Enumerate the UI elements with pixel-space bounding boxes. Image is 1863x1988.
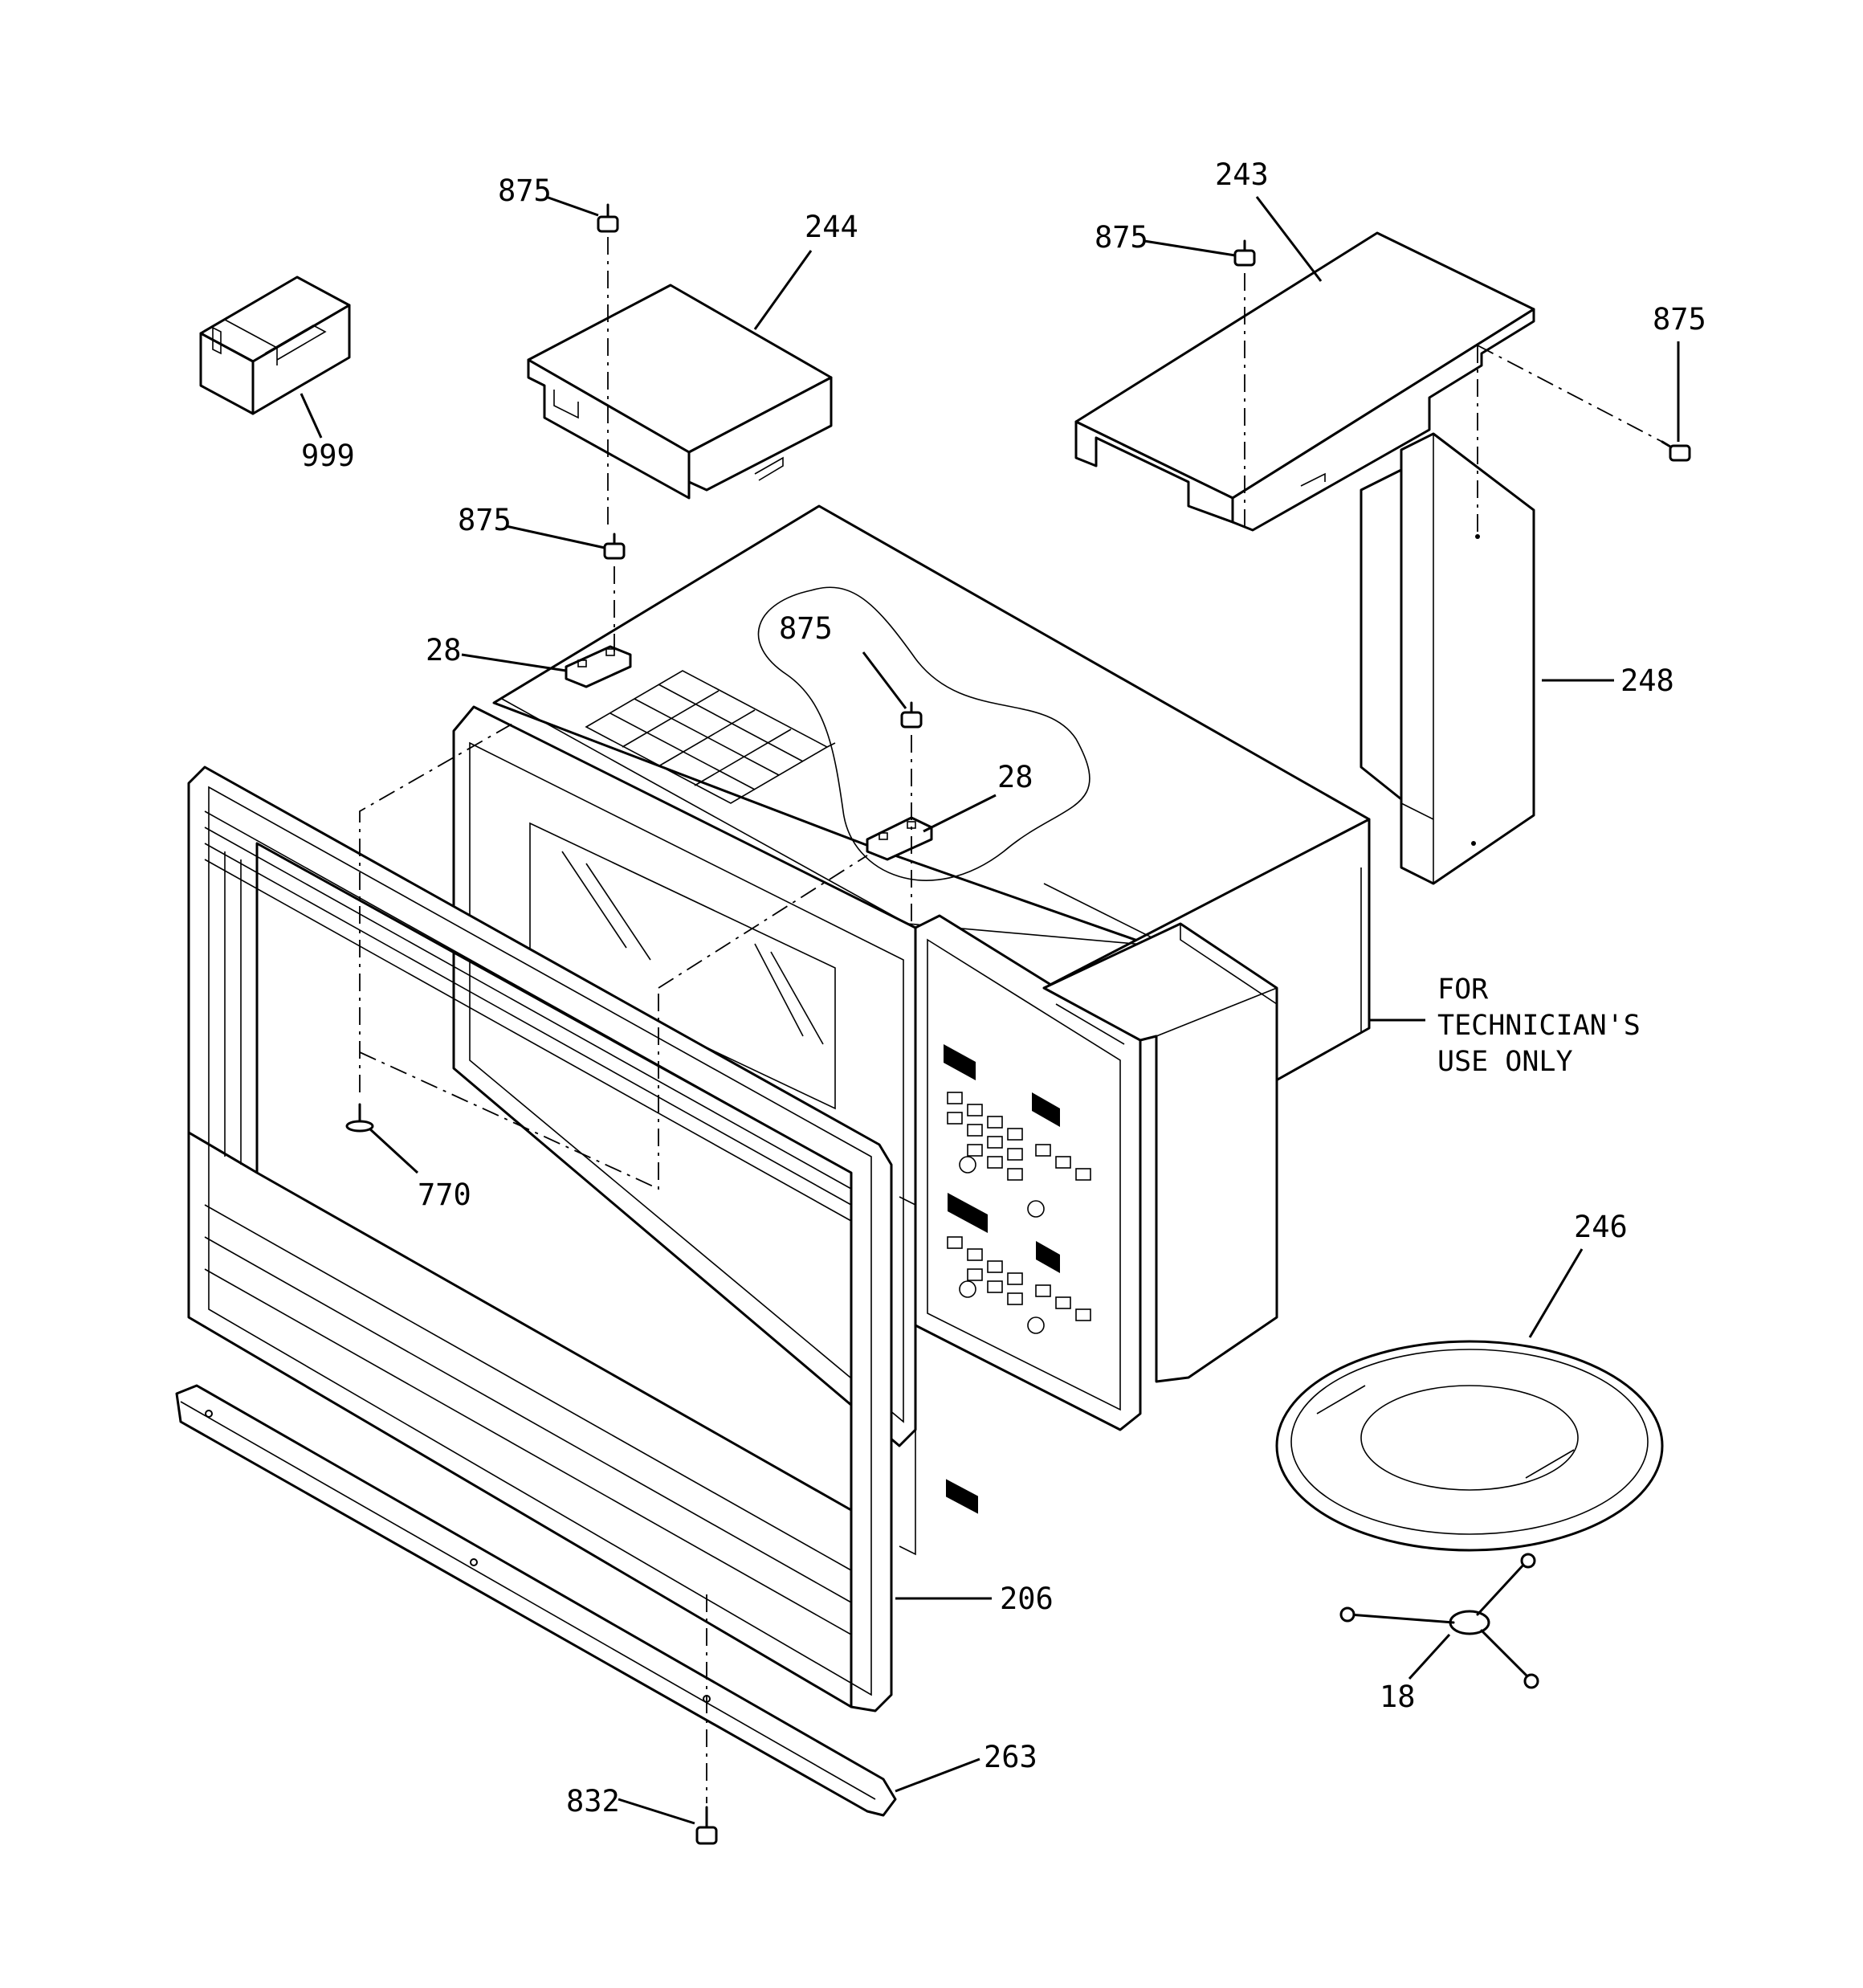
label-246: 246 <box>1574 1210 1628 1244</box>
technician-note-line2: TECHNICIAN'S <box>1437 1010 1641 1042</box>
label-206: 206 <box>1000 1582 1054 1616</box>
roller-support-icon <box>1339 1553 1539 1689</box>
technician-box <box>1042 922 1278 1383</box>
leader-875-circle <box>862 651 907 709</box>
label-28-right: 28 <box>997 760 1033 794</box>
label-770: 770 <box>418 1178 471 1212</box>
leader-28-left <box>461 653 567 672</box>
label-999: 999 <box>301 439 355 473</box>
label-248: 248 <box>1620 663 1674 698</box>
label-875-mid: 875 <box>458 503 512 537</box>
leader-999 <box>300 393 323 439</box>
screw-icon <box>695 1806 718 1845</box>
leader-18 <box>1408 1633 1451 1680</box>
screw-icon <box>1233 239 1256 267</box>
label-875-right: 875 <box>1653 302 1706 337</box>
technician-note-line1: FOR <box>1437 974 1489 1006</box>
leader-243 <box>1255 196 1323 282</box>
detail-balloon <box>757 586 1090 881</box>
cover-243 <box>1074 231 1535 532</box>
label-18: 18 <box>1380 1680 1416 1714</box>
screw-icon <box>900 701 923 729</box>
leader-263 <box>895 1757 980 1793</box>
turntable-tray-icon <box>1275 1340 1664 1552</box>
label-875-top: 875 <box>498 173 552 208</box>
label-28-left: 28 <box>426 633 462 667</box>
carton-box-icon <box>199 276 351 415</box>
display-upper-left <box>946 1479 978 1514</box>
leader-875-243 <box>1143 239 1236 257</box>
screw-icon <box>345 1103 374 1133</box>
vent-grid <box>585 670 836 804</box>
technician-note-line3: USE ONLY <box>1437 1046 1573 1078</box>
screw-icon <box>1661 440 1691 462</box>
trim-frame-206 <box>187 765 916 1712</box>
leader-770 <box>368 1127 419 1174</box>
leader-28-right <box>923 794 997 833</box>
label-832: 832 <box>566 1784 620 1819</box>
label-243: 243 <box>1215 157 1269 192</box>
label-263: 263 <box>984 1740 1037 1774</box>
bracket-28-left <box>565 645 632 688</box>
screw-icon <box>603 533 626 560</box>
label-875-circle: 875 <box>779 611 833 646</box>
screw-icon <box>597 203 619 233</box>
label-244: 244 <box>805 210 858 244</box>
cover-244 <box>527 284 833 500</box>
leader-875-mid <box>505 525 605 549</box>
leader-246 <box>1528 1248 1584 1338</box>
leader-875-top <box>545 195 599 217</box>
panel-248 <box>1360 432 1535 885</box>
leader-832 <box>618 1798 695 1825</box>
bottom-trim-263 <box>175 1384 897 1817</box>
leader-244 <box>753 250 813 330</box>
label-875-243: 875 <box>1095 220 1148 255</box>
